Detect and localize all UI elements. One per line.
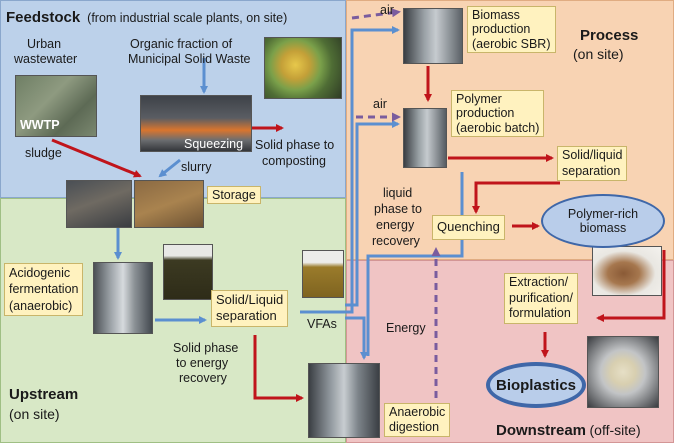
arrow-liquid-to-digester xyxy=(366,172,464,356)
ofmsw-label-1: Organic fraction of xyxy=(130,37,233,51)
polymer-rich-biomass-ellipse: Polymer-rich biomass xyxy=(541,194,665,248)
arrow-vfa-to-sbr xyxy=(300,26,400,314)
polymer-biomass-photo xyxy=(592,246,662,296)
squeezing-label: Squeezing xyxy=(184,137,244,151)
sl-sep-proc-line-2: separation xyxy=(562,163,621,178)
liquid-energy-label-1: liquid xyxy=(383,186,413,200)
solid-energy-label-2: to energy xyxy=(176,356,229,370)
process-subtitle: (on site) xyxy=(573,46,624,62)
digester-photo xyxy=(308,363,380,438)
arrow-slsep-to-quenching xyxy=(472,181,560,214)
upstream-subtitle: (on site) xyxy=(9,406,60,422)
bioplastics-label: Bioplastics xyxy=(495,376,577,394)
solid-energy-label-3: recovery xyxy=(179,371,227,385)
biomass-line-2: production xyxy=(472,22,531,37)
sludge-label: sludge xyxy=(25,146,62,160)
urban-label-1: Urban xyxy=(27,37,62,51)
slurry-label: slurry xyxy=(181,160,212,174)
liquid-energy-label-2: phase to xyxy=(374,202,422,216)
process-title: Process xyxy=(580,27,639,44)
biomass-line-1: Biomass xyxy=(472,8,520,22)
polymer-line-1: Polymer xyxy=(456,92,502,106)
extraction-box: Extraction/ purification/ formulation xyxy=(504,273,578,324)
fermenter-photo xyxy=(93,262,153,334)
acidogenic-line-1: Acidogenic xyxy=(9,266,71,280)
liquid-energy-label-4: recovery xyxy=(372,234,420,248)
arrow-slurry-to-storage xyxy=(158,158,181,178)
storage-photo-1 xyxy=(66,180,132,228)
arrow-air-to-sbr xyxy=(351,8,401,20)
bioplastics-photo xyxy=(587,336,659,408)
wwtp-label: WWTP xyxy=(20,118,60,132)
wwtp-photo xyxy=(15,75,97,137)
acidogenic-line-3: (anaerobic) xyxy=(9,298,73,313)
liquid-energy-label-3: energy xyxy=(376,218,415,232)
urban-label-2: wastewater xyxy=(14,52,78,66)
polymer-rich-line-1: Polymer-rich xyxy=(567,206,639,221)
anaerobic-line-2: digestion xyxy=(389,420,440,434)
upstream-title: Upstream xyxy=(9,386,79,403)
beaker-dark-photo xyxy=(163,244,213,300)
arrow-vfa-to-digester xyxy=(345,316,368,360)
biomass-production-box: Biomass production (aerobic SBR) xyxy=(467,6,556,54)
biomass-line-3: (aerobic SBR) xyxy=(472,36,551,51)
storage-photo-2 xyxy=(134,180,204,228)
sl-sep-proc-line-1: Solid/liquid xyxy=(562,148,623,162)
polymer-production-box: Polymer production (aerobic batch) xyxy=(451,90,545,138)
anaerobic-digestion-box: Anaerobic digestion xyxy=(384,403,451,437)
extraction-line-1: Extraction/ xyxy=(509,275,569,289)
sl-sep-up-line-1: Solid/Liquid xyxy=(216,292,284,307)
extraction-line-2: purification/ xyxy=(509,290,573,305)
ofmsw-label-2: Municipal Solid Waste xyxy=(128,52,251,66)
arrow-separation-to-digester xyxy=(253,335,304,402)
beaker-vfa-photo xyxy=(302,250,344,298)
ofmsw-photo xyxy=(264,37,342,99)
arrow-vfa-to-batch xyxy=(345,120,400,307)
anaerobic-line-1: Anaerobic xyxy=(389,405,446,419)
air-label-batch: air xyxy=(373,97,387,111)
extraction-line-3: formulation xyxy=(509,306,571,321)
compost-label-1: Solid phase to xyxy=(255,138,335,152)
energy-label: Energy xyxy=(386,321,426,335)
sl-sep-upstream-box: Solid/Liquid separation xyxy=(211,290,289,327)
sl-sep-up-line-2: separation xyxy=(216,308,277,324)
squeezing-photo xyxy=(140,95,252,152)
polymer-rich-line-2: biomass xyxy=(579,221,627,235)
polymer-line-2: production xyxy=(456,106,515,121)
sl-sep-process-box: Solid/liquid separation xyxy=(557,146,628,182)
solid-energy-label-1: Solid phase xyxy=(173,341,239,355)
batch-reactor-photo xyxy=(403,108,447,168)
arrow-biomass-to-extraction xyxy=(596,250,666,322)
quenching-box: Quenching xyxy=(432,215,505,240)
compost-label-2: composting xyxy=(262,154,326,168)
acidogenic-box: Acidogenic fermentation (anaerobic) xyxy=(4,263,84,316)
storage-box: Storage xyxy=(207,186,261,205)
sbr-photo xyxy=(403,8,463,64)
polymer-line-3: (aerobic batch) xyxy=(456,120,540,135)
bioplastics-ellipse: Bioplastics xyxy=(486,362,586,408)
air-label-sbr: air xyxy=(380,3,394,17)
arrow-sludge-to-storage xyxy=(51,138,142,178)
vfas-label: VFAs xyxy=(307,317,337,331)
acidogenic-line-2: fermentation xyxy=(9,282,79,297)
feedstock-title: Feedstock (from industrial scale plants,… xyxy=(6,9,288,26)
downstream-title: Downstream (off-site) xyxy=(496,422,641,439)
